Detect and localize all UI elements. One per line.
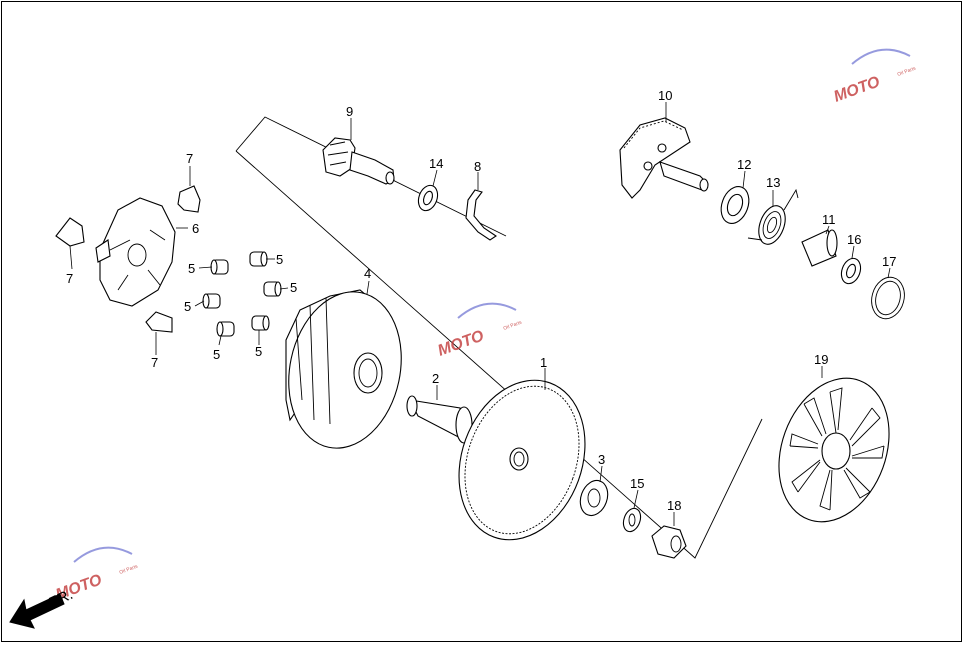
callout-11: 11 <box>822 212 836 227</box>
part-17-circlip <box>871 276 905 320</box>
part-10-gear <box>619 117 709 199</box>
svg-text:MOTO: MOTO <box>436 327 487 359</box>
part-8-clip <box>465 189 497 241</box>
part-5-roller-6 <box>251 315 270 331</box>
part-16-washer <box>840 257 862 285</box>
front-direction-arrow: FR. <box>9 586 76 629</box>
callout-12: 12 <box>737 157 751 172</box>
callout-5-b: 5 <box>276 252 283 267</box>
watermark-top-right: MOTO Oil Parts <box>832 48 918 106</box>
callout-6: 6 <box>192 221 199 236</box>
part-7-slider-bottom <box>145 311 173 333</box>
callouts: 1 2 3 4 5 5 5 5 5 5 6 7 7 7 8 9 10 11 12… <box>66 88 896 513</box>
callout-10: 10 <box>658 88 672 103</box>
leader-lines <box>69 102 891 526</box>
callout-7-top: 7 <box>186 151 193 166</box>
callout-14: 14 <box>429 156 443 171</box>
callout-18: 18 <box>667 498 681 513</box>
callout-2: 2 <box>432 371 439 386</box>
callout-4: 4 <box>364 266 371 281</box>
assembly-outline-lower <box>235 150 763 559</box>
svg-text:Oil Parts: Oil Parts <box>897 66 918 78</box>
callout-5-e: 5 <box>213 347 220 362</box>
svg-text:Oil Parts: Oil Parts <box>119 564 140 576</box>
callout-9: 9 <box>346 104 353 119</box>
callout-8: 8 <box>474 159 481 174</box>
part-15-washer <box>622 507 642 533</box>
part-11-bushing <box>801 229 838 267</box>
part-3-nut <box>579 479 609 517</box>
callout-19: 19 <box>814 352 828 367</box>
part-12-seal <box>720 186 750 224</box>
part-1-drive-face <box>458 379 586 541</box>
part-9-shaft <box>322 137 395 185</box>
callout-5-f: 5 <box>255 344 262 359</box>
callout-5-d: 5 <box>290 280 297 295</box>
part-19-fan <box>778 377 890 523</box>
part-5-roller-1 <box>210 259 229 275</box>
part-13-spring <box>747 188 799 245</box>
callout-13: 13 <box>766 175 780 190</box>
part-4-pulley <box>285 289 402 449</box>
part-18-hex-nut <box>651 525 687 559</box>
callout-16: 16 <box>847 232 861 247</box>
callout-7-left: 7 <box>66 271 73 286</box>
callout-15: 15 <box>630 476 644 491</box>
part-5-roller-4 <box>263 281 282 297</box>
part-5-roller-3 <box>202 293 221 309</box>
part-6-ramp-plate <box>95 197 176 307</box>
callout-1: 1 <box>540 355 547 370</box>
part-5-roller-2 <box>249 251 268 267</box>
callout-5-a: 5 <box>188 261 195 276</box>
part-5-roller-5 <box>216 321 235 337</box>
part-14-washer <box>417 184 439 212</box>
callout-5-c: 5 <box>184 299 191 314</box>
part-7-slider-left <box>55 217 85 247</box>
svg-text:MOTO: MOTO <box>832 73 883 105</box>
watermark-center: MOTO Oil Parts <box>436 302 524 360</box>
callout-17: 17 <box>882 254 896 269</box>
callout-3: 3 <box>598 452 605 467</box>
svg-text:Oil Parts: Oil Parts <box>503 320 524 332</box>
part-7-slider-top <box>177 185 201 213</box>
part-2-collar <box>406 395 473 444</box>
callout-7-bottom: 7 <box>151 355 158 370</box>
